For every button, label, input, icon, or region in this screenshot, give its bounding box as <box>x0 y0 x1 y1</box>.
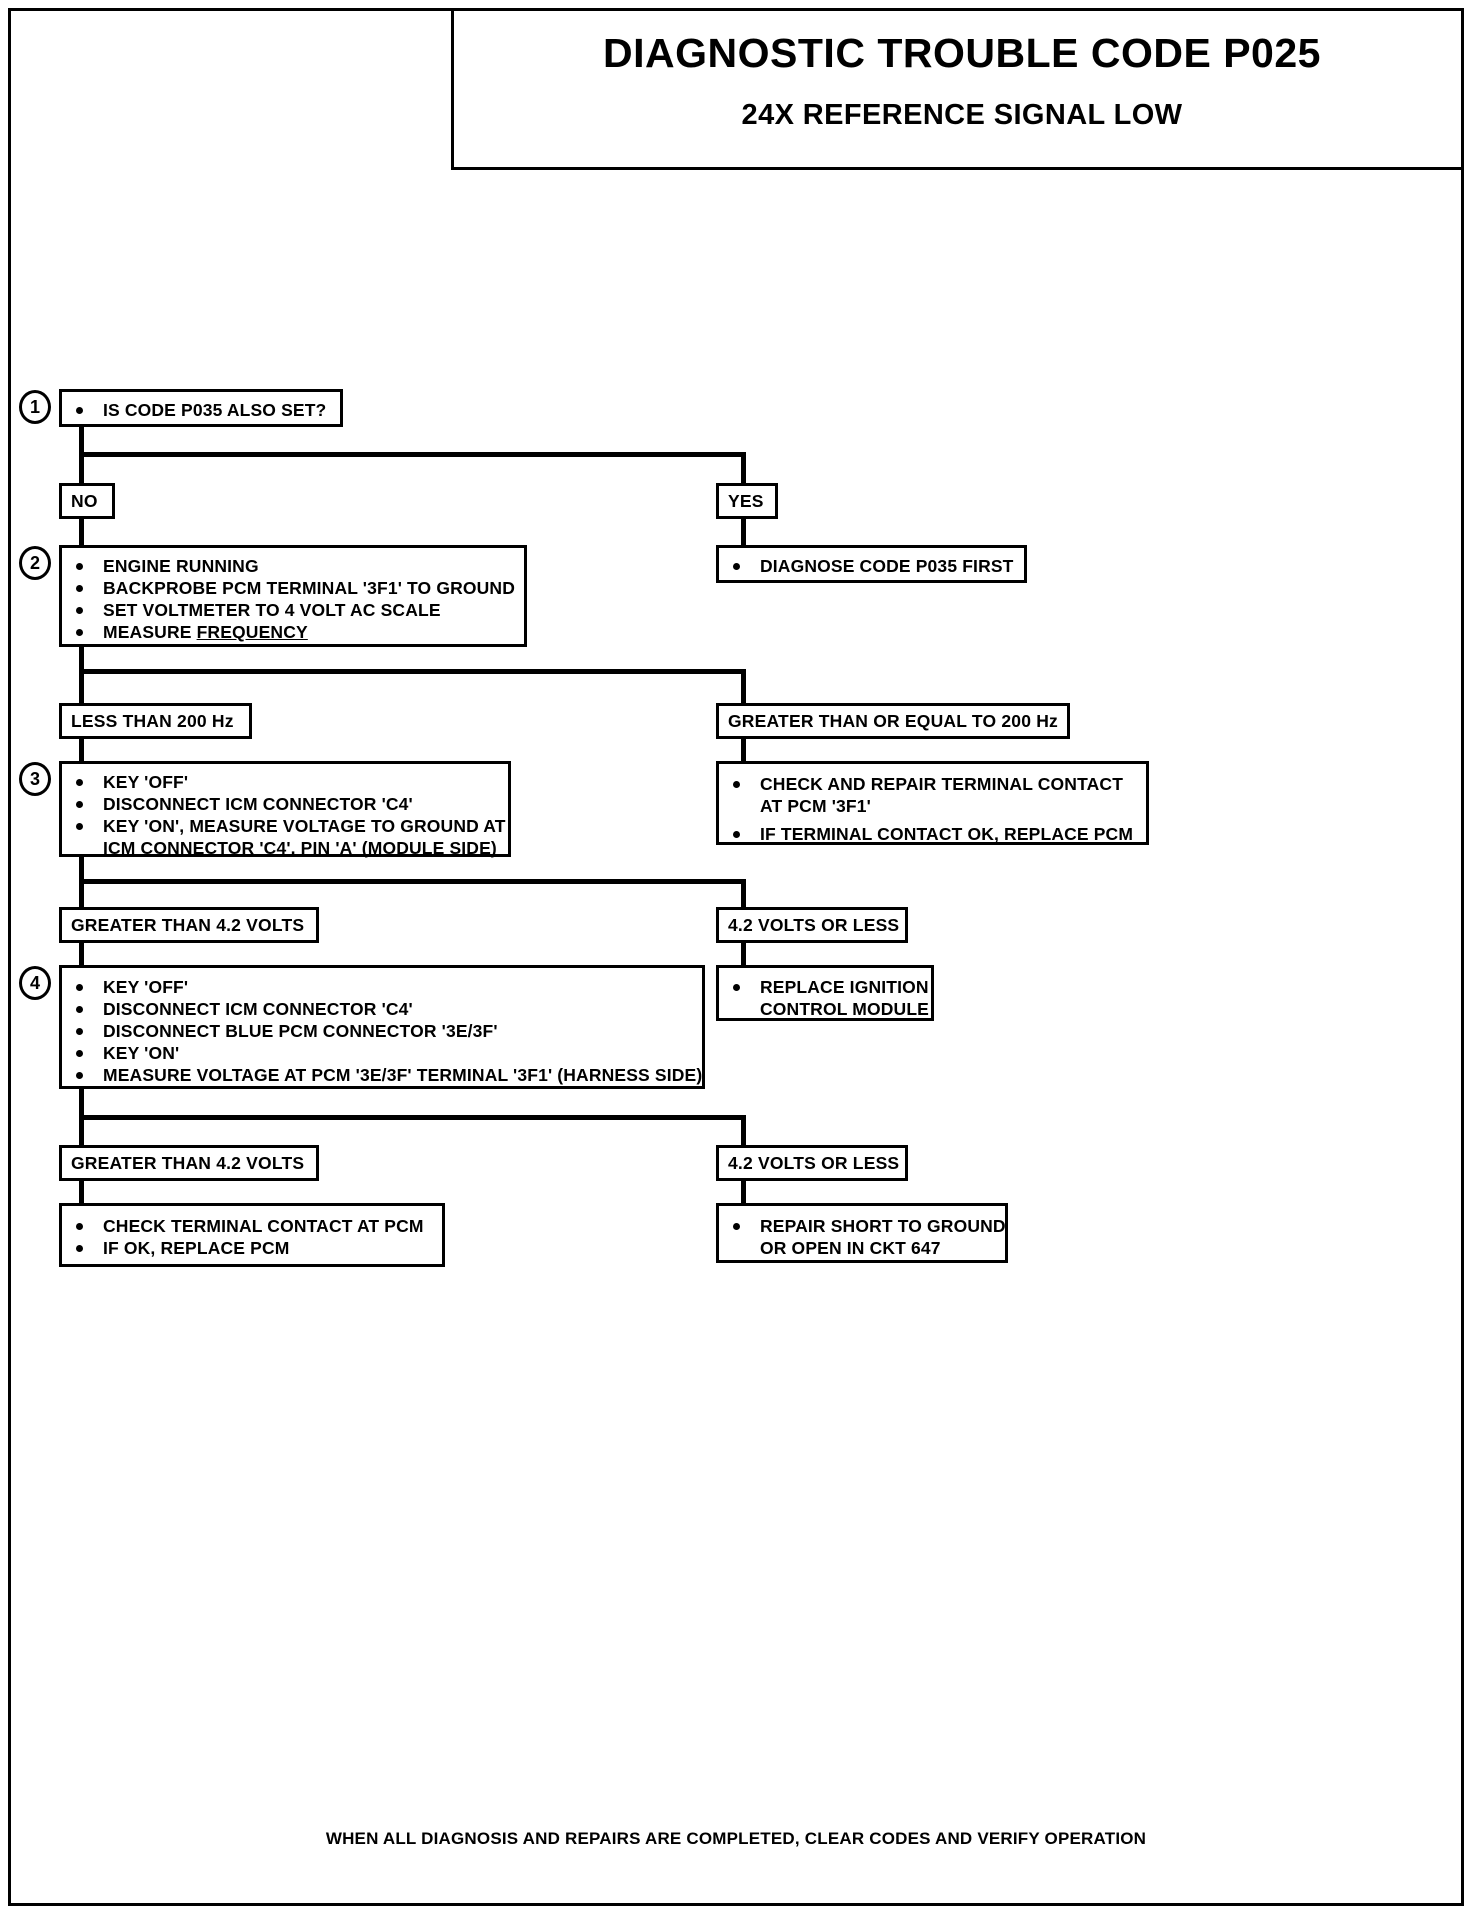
connector-volt3high-to-step4 <box>79 943 84 967</box>
branch-label-volt3-high[interactable]: GREATER THAN 4.2 VOLTS <box>59 907 319 943</box>
connector-freqhigh-to-result <box>741 739 746 763</box>
result-replace-icm-item-1-cont: CONTROL MODULE <box>760 999 929 1019</box>
connector-step1-down <box>79 427 84 492</box>
step-1-box[interactable]: IS CODE P035 ALSO SET? <box>59 389 343 427</box>
connector-step2-down <box>79 647 84 715</box>
connector-volt3low-down <box>741 879 746 907</box>
result-check-terminal-item-1: CHECK TERMINAL CONTACT AT PCM <box>62 1215 442 1237</box>
step-3-item-2: DISCONNECT ICM CONNECTOR 'C4' <box>62 793 508 815</box>
step-number-3: 3 <box>19 762 51 796</box>
connector-yes-down <box>741 452 746 492</box>
branch-label-volt4-low[interactable]: 4.2 VOLTS OR LESS <box>716 1145 908 1181</box>
result-check-repair-item-2: IF TERMINAL CONTACT OK, REPLACE PCM <box>719 823 1146 845</box>
step-3-item-3: KEY 'ON', MEASURE VOLTAGE TO GROUND AT <box>62 815 508 837</box>
result-replace-icm-item-1: REPLACE IGNITION <box>719 976 931 998</box>
connector-freqhigh-down <box>741 669 746 715</box>
connector-volt4low-to-result <box>741 1181 746 1205</box>
footer-note: WHEN ALL DIAGNOSIS AND REPAIRS ARE COMPL… <box>325 1829 1147 1848</box>
branch-label-volt3-low[interactable]: 4.2 VOLTS OR LESS <box>716 907 908 943</box>
connector-step4-down <box>79 1089 84 1153</box>
result-repair-short-item-1: REPAIR SHORT TO GROUND <box>719 1215 1006 1237</box>
step-2-item-4-underlined: FREQUENCY <box>196 622 308 642</box>
page-title: DIAGNOSTIC TROUBLE CODE P025 <box>603 30 1321 76</box>
step-4-item-2: DISCONNECT ICM CONNECTOR 'C4' <box>62 998 702 1020</box>
step-4-item-1: KEY 'OFF' <box>62 976 702 998</box>
step-number-1: 1 <box>19 390 51 424</box>
connector-yes-to-result <box>741 519 746 547</box>
step-2-item-4-prefix: MEASURE <box>103 622 197 642</box>
step-1-item-1: IS CODE P035 ALSO SET? <box>62 399 340 421</box>
title-block: DIAGNOSTIC TROUBLE CODE P025 24X REFEREN… <box>451 11 1461 170</box>
step-3-item-3-cont: ICM CONNECTOR 'C4', PIN 'A' (MODULE SIDE… <box>103 838 497 858</box>
step-3-box[interactable]: KEY 'OFF' DISCONNECT ICM CONNECTOR 'C4' … <box>59 761 511 858</box>
branch-label-volt4-high[interactable]: GREATER THAN 4.2 VOLTS <box>59 1145 319 1181</box>
step-2-item-3: SET VOLTMETER TO 4 VOLT AC SCALE <box>62 599 524 621</box>
step-4-box[interactable]: KEY 'OFF' DISCONNECT ICM CONNECTOR 'C4' … <box>59 965 705 1089</box>
result-check-terminal-pcm-box[interactable]: CHECK TERMINAL CONTACT AT PCM IF OK, REP… <box>59 1203 445 1267</box>
step-4-item-4: KEY 'ON' <box>62 1042 702 1064</box>
connector-volt3low-to-result <box>741 943 746 967</box>
page-subtitle: 24X REFERENCE SIGNAL LOW <box>741 99 1183 131</box>
connector-no-to-step2 <box>79 519 84 547</box>
result-check-terminal-item-2: IF OK, REPLACE PCM <box>62 1237 442 1259</box>
step-number-2: 2 <box>19 546 51 580</box>
result-diagnose-p035-item-1: DIAGNOSE CODE P035 FIRST <box>719 555 1024 577</box>
step-4-item-5: MEASURE VOLTAGE AT PCM '3E/3F' TERMINAL … <box>62 1064 702 1086</box>
connector-step3-branch <box>79 879 746 884</box>
connector-volt4low-down <box>741 1115 746 1153</box>
step-3-item-1: KEY 'OFF' <box>62 771 508 793</box>
result-check-repair-item-1: CHECK AND REPAIR TERMINAL CONTACT <box>719 773 1146 795</box>
branch-label-freq-high[interactable]: GREATER THAN OR EQUAL TO 200 Hz <box>716 703 1070 739</box>
page-frame: DIAGNOSTIC TROUBLE CODE P025 24X REFEREN… <box>8 8 1464 1906</box>
step-2-item-2: BACKPROBE PCM TERMINAL '3F1' TO GROUND <box>62 577 524 599</box>
result-repair-short-box[interactable]: REPAIR SHORT TO GROUND OR OPEN IN CKT 64… <box>716 1203 1008 1263</box>
connector-step2-branch <box>79 669 746 674</box>
connector-step1-branch <box>79 452 746 457</box>
branch-label-yes[interactable]: YES <box>716 483 778 519</box>
step-2-box[interactable]: ENGINE RUNNING BACKPROBE PCM TERMINAL '3… <box>59 545 527 647</box>
result-replace-icm-box[interactable]: REPLACE IGNITION CONTROL MODULE <box>716 965 934 1021</box>
step-2-item-4: MEASURE FREQUENCY <box>62 621 524 643</box>
connector-freqlow-to-step3 <box>79 739 84 763</box>
result-repair-short-item-1-cont: OR OPEN IN CKT 647 <box>760 1238 941 1258</box>
connector-step4-branch <box>79 1115 746 1120</box>
branch-label-no[interactable]: NO <box>59 483 115 519</box>
result-check-repair-item-1-cont: AT PCM '3F1' <box>760 796 871 816</box>
branch-label-freq-low[interactable]: LESS THAN 200 Hz <box>59 703 252 739</box>
step-4-item-3: DISCONNECT BLUE PCM CONNECTOR '3E/3F' <box>62 1020 702 1042</box>
step-number-4: 4 <box>19 966 51 1000</box>
connector-volt4high-to-result <box>79 1181 84 1205</box>
result-diagnose-p035-box[interactable]: DIAGNOSE CODE P035 FIRST <box>716 545 1027 583</box>
step-2-item-1: ENGINE RUNNING <box>62 555 524 577</box>
result-check-repair-pcm-box[interactable]: CHECK AND REPAIR TERMINAL CONTACT AT PCM… <box>716 761 1149 845</box>
